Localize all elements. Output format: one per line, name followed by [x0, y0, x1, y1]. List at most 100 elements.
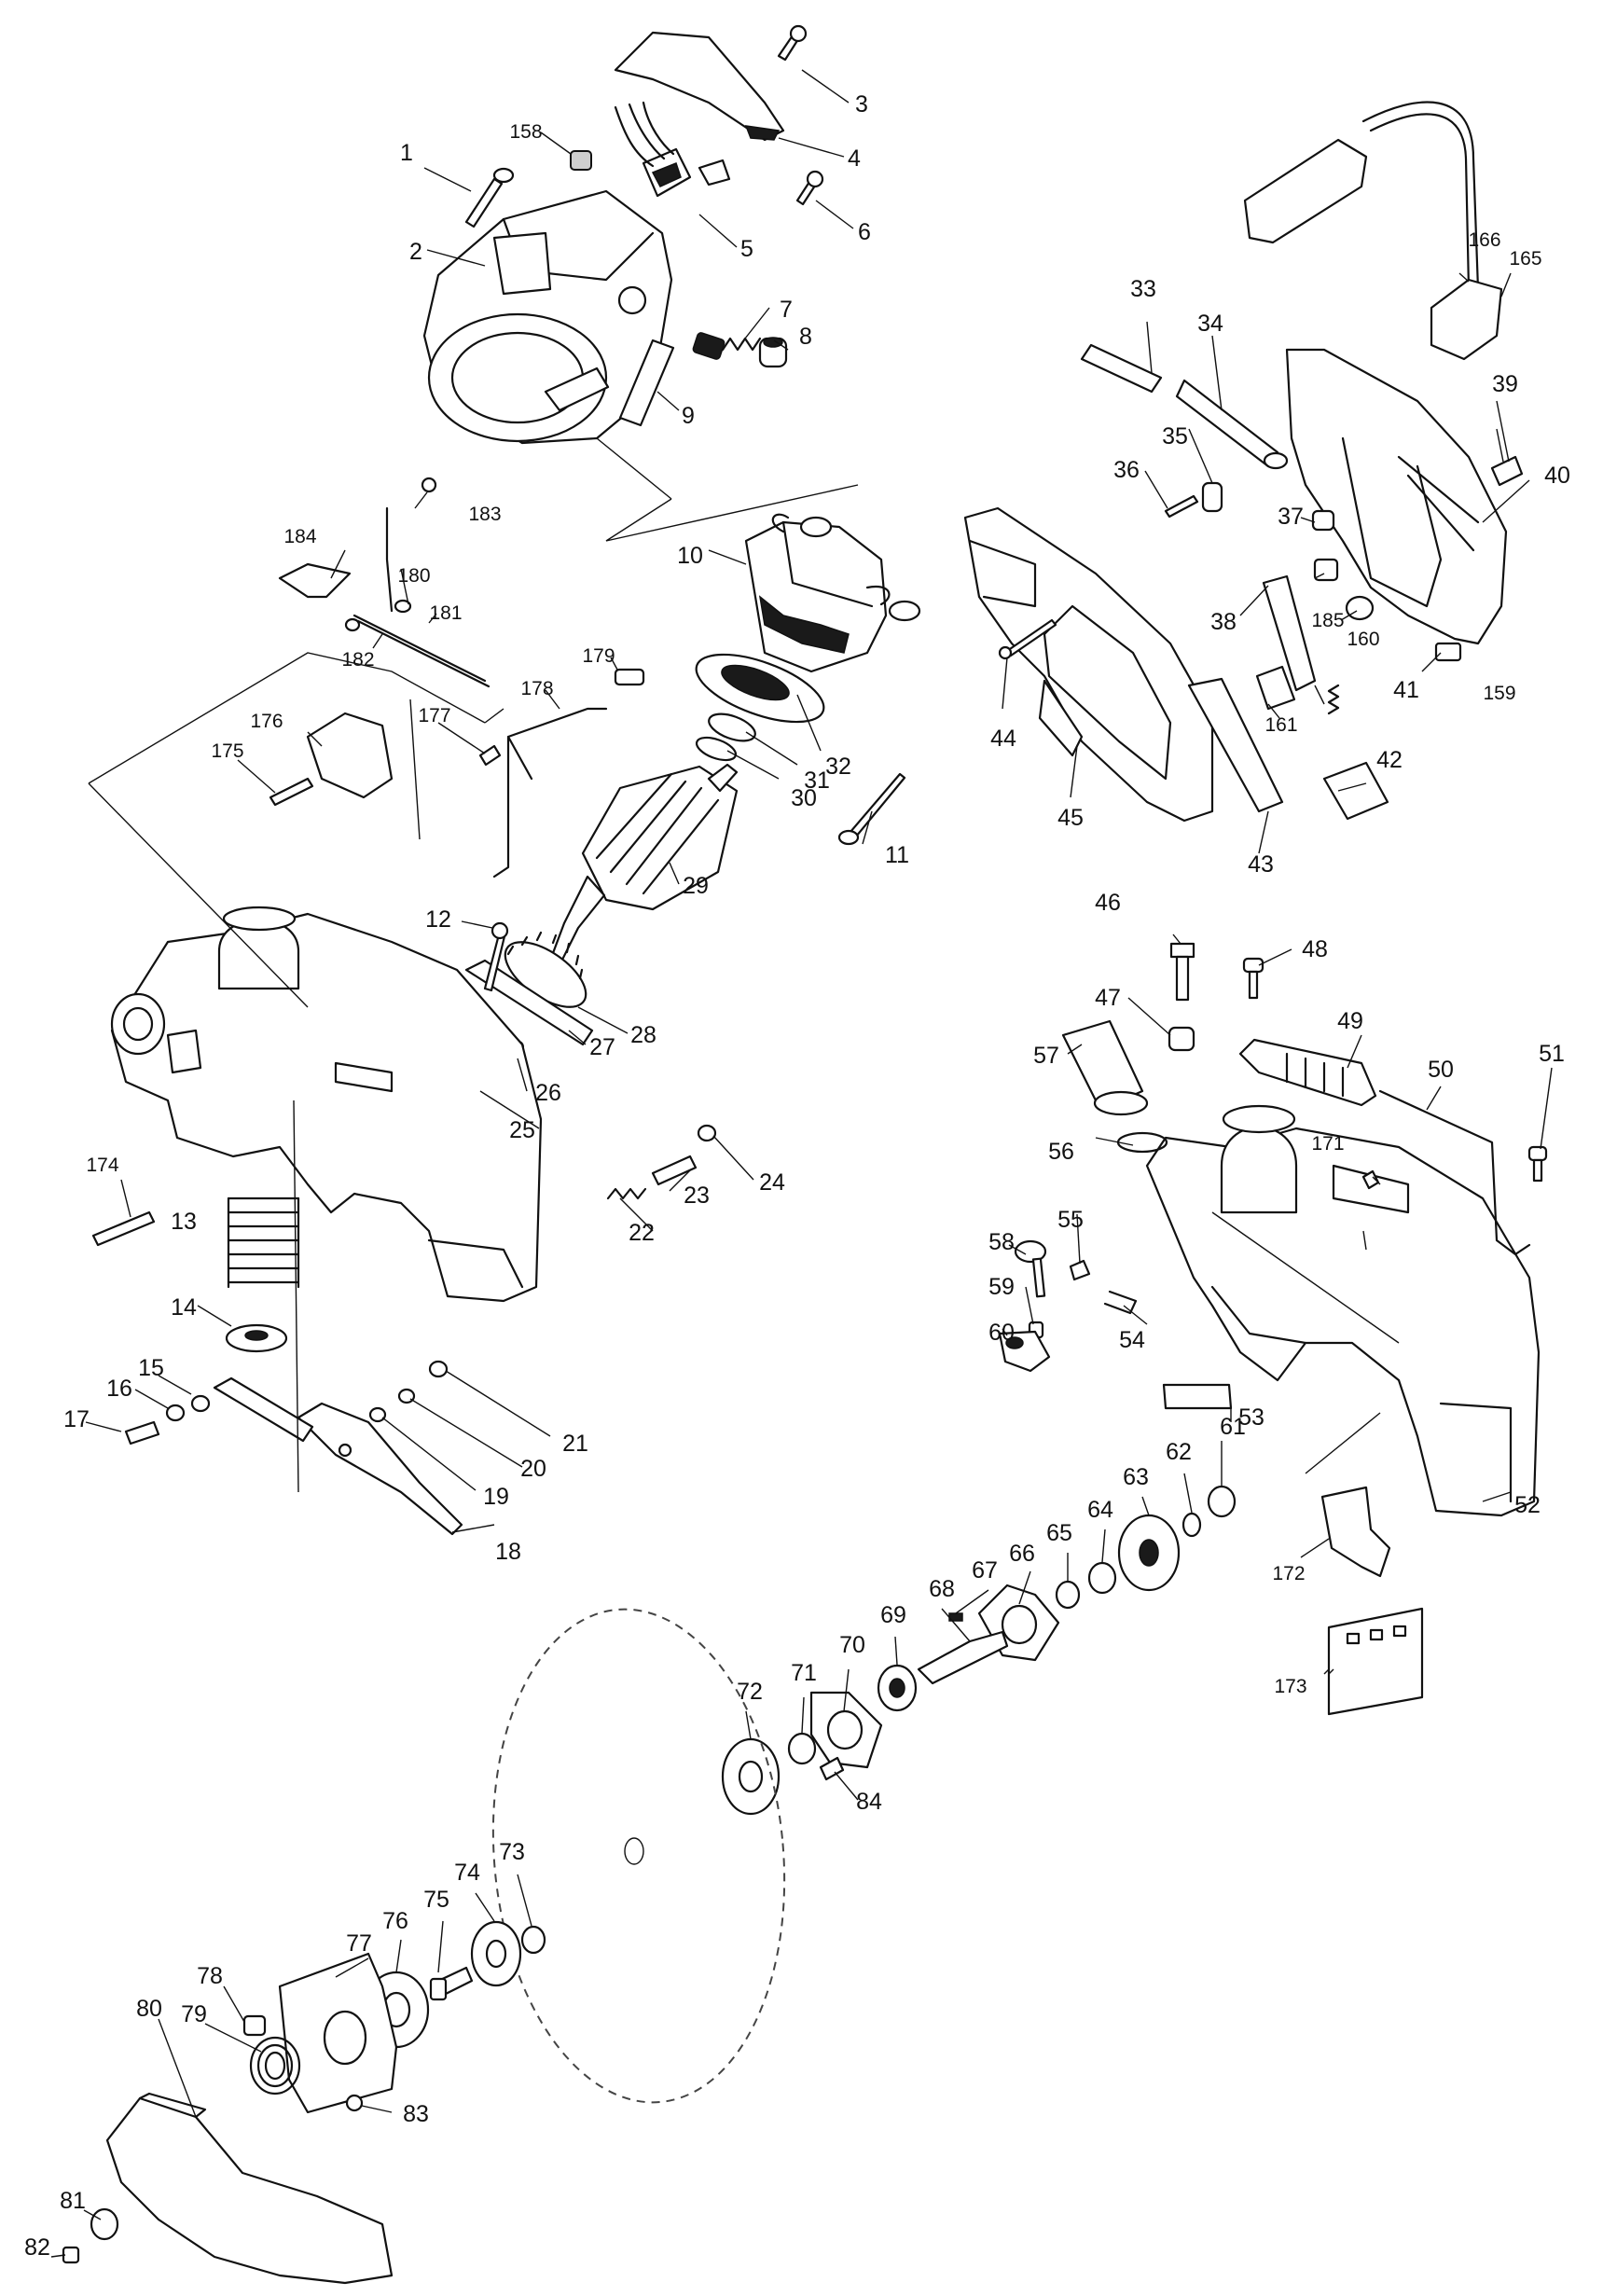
part-label-25: 25 [509, 1117, 535, 1143]
bearing-61 [1207, 1485, 1237, 1518]
part-label-73: 73 [499, 1839, 525, 1865]
ring-56 [1116, 1131, 1168, 1154]
spacer-160 [1345, 595, 1375, 621]
handle-cover-40 [1285, 348, 1508, 645]
saw-blade [491, 1608, 786, 2104]
part-label-38: 38 [1210, 609, 1237, 635]
part-label-174: 174 [86, 1155, 118, 1176]
part-label-161: 161 [1264, 714, 1297, 736]
part-label-40: 40 [1544, 463, 1570, 489]
lock-lever-38 [1262, 574, 1317, 692]
plate-53 [1162, 1383, 1233, 1410]
part-label-44: 44 [990, 726, 1016, 752]
carbon-brush-7 [692, 332, 762, 360]
part-label-31: 31 [804, 768, 830, 794]
pin-174 [91, 1210, 156, 1247]
part-label-1: 1 [400, 140, 413, 166]
link-arm [213, 1376, 314, 1443]
spring-41 [1327, 684, 1340, 715]
part-label-29: 29 [683, 873, 709, 899]
part-label-185: 185 [1311, 610, 1344, 631]
part-label-83: 83 [403, 2101, 429, 2127]
part-label-3: 3 [855, 91, 868, 118]
handle-45 [963, 506, 1214, 823]
connector-159 [1434, 642, 1462, 662]
screw-1 [464, 167, 515, 228]
part-label-79: 79 [181, 2001, 207, 2027]
part-label-56: 56 [1048, 1139, 1074, 1165]
part-label-180: 180 [397, 565, 430, 587]
baffle-32 [695, 653, 825, 724]
part-label-50: 50 [1428, 1057, 1454, 1083]
washer-81 [90, 2207, 119, 2241]
spiral-gear-63 [1117, 1514, 1181, 1592]
bracket-176 [306, 712, 394, 799]
safety-cover-plate-77 [278, 1952, 398, 2114]
part-label-53: 53 [1238, 1404, 1264, 1431]
part-label-78: 78 [197, 1963, 223, 1989]
part-label-81: 81 [60, 2188, 86, 2214]
screw-3 [777, 24, 808, 62]
part-label-176: 176 [250, 711, 283, 732]
part-label-23: 23 [684, 1183, 710, 1209]
part-label-4: 4 [848, 145, 861, 172]
part-label-159: 159 [1483, 683, 1515, 704]
screw-82 [62, 2246, 80, 2264]
lamp-165 [1243, 101, 1480, 291]
part-label-39: 39 [1492, 371, 1518, 397]
knob-37 [1311, 509, 1335, 532]
rod-50 [1378, 1089, 1531, 1256]
part-label-77: 77 [346, 1930, 372, 1957]
part-label-182: 182 [341, 649, 374, 671]
screw-84 [819, 1756, 845, 1781]
part-label-26: 26 [535, 1080, 561, 1106]
part-label-41: 41 [1393, 677, 1419, 703]
part-label-48: 48 [1302, 936, 1328, 962]
part-label-12: 12 [425, 906, 451, 933]
bearing-69 [877, 1664, 918, 1712]
part-label-34: 34 [1197, 311, 1223, 337]
leader-lines [50, 69, 1553, 2258]
part-label-49: 49 [1337, 1008, 1363, 1034]
stopper-35 [1201, 481, 1223, 513]
part-label-62: 62 [1166, 1439, 1192, 1465]
part-label-14: 14 [171, 1294, 197, 1321]
part-label-158: 158 [509, 121, 542, 143]
spring-22 [606, 1187, 647, 1200]
screw-83 [345, 2094, 364, 2112]
helical-gear-28 [504, 931, 587, 1008]
screw-177 [478, 744, 502, 767]
part-label-63: 63 [1123, 1464, 1149, 1490]
part-label-51: 51 [1539, 1041, 1565, 1067]
screw-36 [1164, 494, 1199, 519]
hex-bolt-78 [242, 2014, 267, 2037]
part-label-173: 173 [1274, 1676, 1306, 1697]
part-label-37: 37 [1278, 504, 1304, 530]
part-label-181: 181 [429, 602, 462, 624]
part-label-9: 9 [682, 403, 695, 429]
part-label-178: 178 [520, 678, 553, 699]
part-label-16: 16 [106, 1376, 132, 1402]
part-label-67: 67 [972, 1557, 998, 1584]
washer-20 [397, 1388, 416, 1404]
screw-6 [795, 170, 824, 206]
armature-29 [548, 763, 739, 967]
part-label-11: 11 [885, 842, 909, 868]
bearing-retainer-70 [809, 1691, 883, 1769]
part-labels: 1 2 3 4 5 6 7 8 9 10 11 12 13 14 15 16 1… [24, 91, 1570, 2261]
label-173 [1327, 1607, 1424, 1716]
spring-54 [1103, 1290, 1138, 1315]
rod-178 [492, 707, 608, 878]
switch-box-166 [1430, 278, 1503, 361]
part-label-18: 18 [495, 1539, 521, 1565]
screw-44 [998, 618, 1057, 660]
ring-62 [1182, 1512, 1202, 1538]
washer-65 [1055, 1580, 1081, 1610]
compression-spring-13 [227, 1196, 300, 1289]
part-label-177: 177 [418, 705, 450, 726]
part-label-5: 5 [740, 236, 753, 262]
pin-23 [651, 1155, 698, 1186]
safety-cover-80 [105, 2092, 394, 2285]
part-label-166: 166 [1468, 229, 1500, 251]
